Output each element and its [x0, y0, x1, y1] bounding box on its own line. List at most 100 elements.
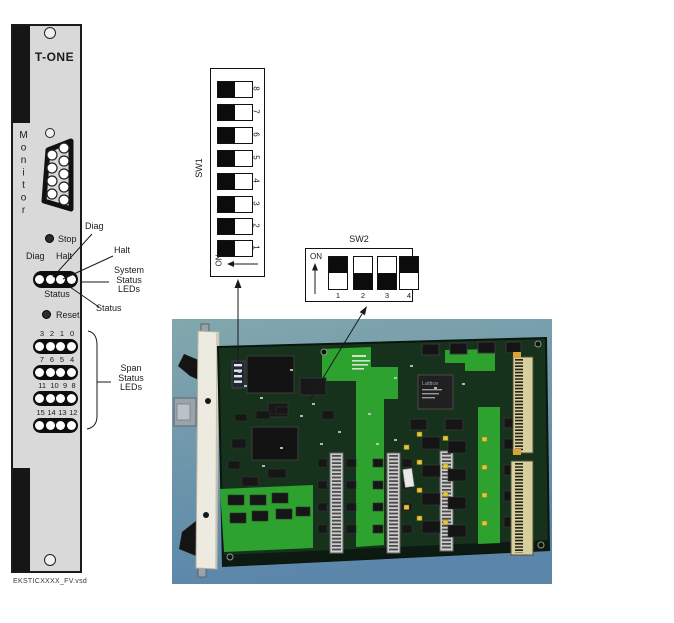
- led: [56, 275, 66, 284]
- yellow-components: [403, 431, 488, 526]
- led-number: 7: [39, 355, 45, 364]
- led: [56, 368, 66, 377]
- sw2-switch-number: 1: [335, 291, 341, 300]
- led: [34, 342, 44, 351]
- screw-hole-top-icon: [44, 27, 56, 39]
- span-status-led-row: [33, 391, 78, 406]
- led-number: 11: [38, 381, 47, 390]
- qfp-chip: [246, 355, 295, 394]
- callout-halt: Halt: [114, 245, 131, 255]
- led: [56, 421, 66, 430]
- status-label: Status: [44, 289, 70, 299]
- led-number: 6: [49, 355, 55, 364]
- monitor-label: Monitor: [18, 130, 29, 218]
- sw1-switch-2: [217, 218, 253, 235]
- sw1-switch-7: [217, 104, 253, 121]
- connector-screw-hole-icon: [45, 128, 55, 138]
- sw2-arrowhead: [359, 306, 367, 316]
- led: [56, 342, 66, 351]
- stop-button: [45, 234, 54, 243]
- dip-switch-component: [231, 360, 246, 389]
- led: [67, 275, 77, 284]
- sw1-switch-number: 4: [251, 178, 261, 183]
- sw2-switch-number: 2: [360, 291, 366, 300]
- led-number: 5: [59, 355, 65, 364]
- led: [45, 394, 55, 403]
- led-number: 14: [47, 408, 56, 417]
- sw2-dip-switch-diagram: ON 1 2 3 4: [305, 248, 419, 302]
- sw2-switch-1: [328, 256, 348, 290]
- ejector-lever-bottom: [179, 517, 201, 558]
- sw2-on-label: ON: [310, 252, 322, 261]
- sw1-dip-switch-diagram: 8 7 6 5 4 3 2 1 ON: [210, 68, 265, 277]
- sw1-switch-8: [217, 81, 253, 98]
- led: [67, 368, 77, 377]
- led-number: 1: [59, 329, 65, 338]
- span-status-led-row: [33, 339, 78, 354]
- led: [34, 368, 44, 377]
- faceplate-bottom-bar: [13, 468, 30, 571]
- bracket-screw: [203, 512, 209, 518]
- led: [67, 421, 77, 430]
- sw2-label: SW2: [349, 234, 369, 244]
- led: [34, 394, 44, 403]
- sw1-switch-3: [217, 196, 253, 213]
- sw2-switch-number: 3: [384, 291, 390, 300]
- callout-diag: Diag: [85, 221, 104, 231]
- led-number: 2: [49, 329, 55, 338]
- callout-system-status-leds: System Status LEDs: [113, 265, 144, 294]
- screw-hole-bottom-icon: [44, 554, 56, 566]
- span-status-led-row: [33, 418, 78, 433]
- led-number: 10: [50, 381, 59, 390]
- led-number: 9: [63, 381, 68, 390]
- figure-filename-caption: EKSTICXXXX_FV.vsd: [13, 578, 88, 585]
- callout-status: Status: [96, 303, 122, 313]
- halt-label: Halt: [56, 251, 73, 261]
- reset-button: [42, 310, 51, 319]
- sw2-switch-number: 4: [406, 291, 412, 300]
- callout-span-status-leds: Span Status LEDs: [118, 363, 144, 392]
- led: [56, 394, 66, 403]
- lattice-chip-label: Lattice: [422, 381, 438, 387]
- sw1-label: SW1: [194, 158, 204, 178]
- led: [34, 275, 44, 284]
- led: [45, 275, 55, 284]
- edge-connector-bottom: [510, 460, 534, 556]
- sw2-switch-2: [353, 256, 373, 290]
- led: [67, 342, 77, 351]
- faceplate-title: T-ONE: [34, 50, 75, 64]
- faceplate-bracket: [173, 323, 220, 578]
- sw1-switch-number: 3: [251, 201, 261, 206]
- sw1-switch-number: 8: [251, 86, 261, 91]
- led: [45, 421, 55, 430]
- lattice-chip: Lattice: [417, 374, 454, 410]
- led: [34, 421, 44, 430]
- led-number: 15: [36, 408, 45, 417]
- sw1-on-label: ON: [214, 254, 224, 267]
- led-number: 0: [69, 329, 75, 338]
- edge-connector-top: [512, 352, 534, 455]
- system-status-led-row: [33, 271, 78, 288]
- ejector-lever-top: [178, 354, 201, 381]
- led-number: 4: [69, 355, 75, 364]
- led-number: 13: [58, 408, 67, 417]
- led-number: 3: [39, 329, 45, 338]
- led: [45, 342, 55, 351]
- led: [45, 368, 55, 377]
- span-status-led-row: [33, 365, 78, 380]
- sw1-switch-4: [217, 173, 253, 190]
- sw1-switch-1: [217, 240, 253, 257]
- qfp-chip: [251, 426, 299, 461]
- bracket-screw: [205, 398, 211, 404]
- span-leds-brace: [86, 330, 98, 430]
- sw1-switch-number: 2: [251, 223, 261, 228]
- sw1-switch-number: 1: [251, 245, 261, 250]
- sw2-switch-4: [399, 256, 419, 290]
- led-number: 8: [71, 381, 76, 390]
- reset-label: Reset: [56, 310, 80, 320]
